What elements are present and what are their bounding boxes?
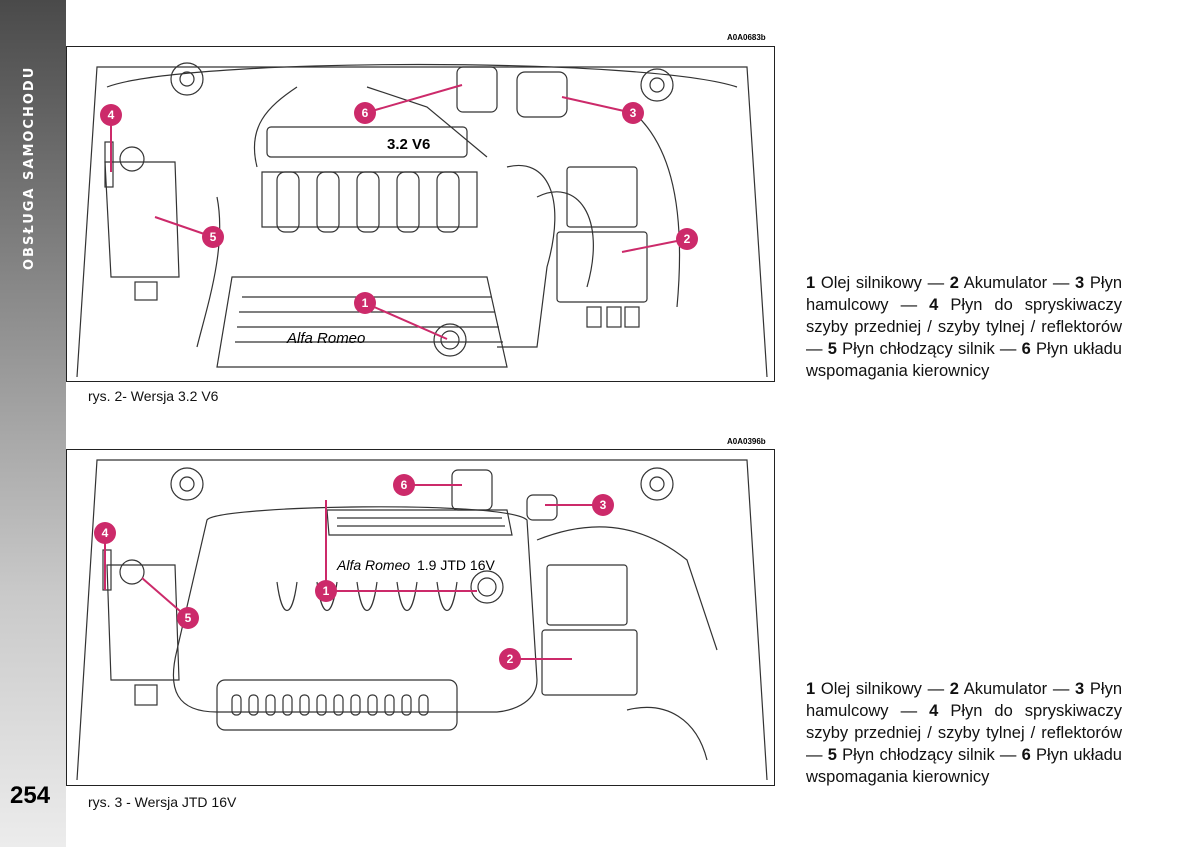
svg-text:6: 6 [362, 106, 369, 120]
marker-2: 2 [499, 648, 521, 670]
legend-num: 5 [827, 746, 837, 764]
marker-6: 6 [393, 474, 415, 496]
brand-label: Alfa Romeo [286, 330, 365, 347]
legend-text: Olej silnikowy [820, 680, 922, 698]
legend-num: 1 [806, 274, 816, 292]
section-title: OBSŁUGA SAMOCHODU [22, 65, 37, 271]
legend-text: Płyn hamulcowy [806, 680, 1123, 720]
marker-1: 1 [315, 580, 337, 602]
svg-text:3: 3 [630, 106, 637, 120]
svg-text:1: 1 [362, 296, 369, 310]
legend-num: 2 [949, 274, 959, 292]
engine-diagram-jtd: Alfa Romeo 1.9 JTD 16V 1 2 3 4 5 6 [66, 449, 775, 786]
legend-text: Płyn do spryskiwaczy szyby przedniej / s… [806, 296, 1122, 336]
engine-drawing: 3.2 V6 Alfa Romeo 1 2 3 4 5 6 [76, 62, 768, 378]
figure-caption: rys. 3 - Wersja JTD 16V [88, 794, 237, 810]
legend-text: Akumulator [963, 274, 1048, 292]
svg-text:5: 5 [210, 230, 217, 244]
side-strip [0, 0, 66, 847]
legend-num: 2 [949, 680, 959, 698]
legend-num: 5 [827, 340, 837, 358]
svg-text:3: 3 [600, 498, 607, 512]
svg-text:4: 4 [102, 526, 109, 540]
marker-3: 3 [592, 494, 614, 516]
marker-5: 5 [177, 607, 199, 629]
legend-num: 1 [806, 680, 816, 698]
marker-2: 2 [676, 228, 698, 250]
brand-label: Alfa Romeo [336, 557, 410, 573]
legend-text: Akumulator [963, 680, 1048, 698]
legend-v6: 1 Olej silnikowy — 2 Akumulator — 3 Płyn… [806, 274, 1123, 380]
legend-text: Płyn układu wspomagania kierownicy [806, 746, 1122, 786]
legend-num: 3 [1075, 680, 1085, 698]
figure-code: A0A0683b [727, 33, 766, 42]
engine-diagram-v6: 3.2 V6 Alfa Romeo 1 2 3 4 5 6 [66, 46, 775, 382]
page-number: 254 [10, 782, 51, 809]
svg-text:5: 5 [185, 611, 192, 625]
figure-caption: rys. 2- Wersja 3.2 V6 [88, 388, 219, 404]
svg-text:2: 2 [507, 652, 514, 666]
legend-text: Płyn chłodzący silnik [842, 340, 995, 358]
engine-label: 1.9 JTD 16V [417, 557, 495, 573]
legend-num: 6 [1021, 746, 1031, 764]
engine-label: 3.2 V6 [387, 136, 430, 153]
marker-3: 3 [622, 102, 644, 124]
engine-drawing: Alfa Romeo 1.9 JTD 16V 1 2 3 4 5 6 [76, 459, 768, 781]
svg-text:6: 6 [401, 478, 408, 492]
svg-text:1: 1 [323, 584, 330, 598]
legend-text: Płyn chłodzący silnik [842, 746, 995, 764]
figure-code: A0A0396b [727, 437, 766, 446]
legend-text: Płyn układu wspomagania kierownicy [806, 340, 1122, 380]
legend-jtd: 1 Olej silnikowy — 2 Akumulator — 3 Płyn… [806, 680, 1123, 786]
legend-num: 3 [1075, 274, 1085, 292]
legend-text: Olej silnikowy [820, 274, 922, 292]
marker-4: 4 [100, 104, 122, 126]
legend-num: 6 [1021, 340, 1031, 358]
marker-1: 1 [354, 292, 376, 314]
marker-6: 6 [354, 102, 376, 124]
legend-num: 4 [929, 296, 939, 314]
legend-text: Płyn do spryskiwaczy szyby przedniej / s… [806, 702, 1122, 742]
svg-text:2: 2 [684, 232, 691, 246]
marker-5: 5 [202, 226, 224, 248]
svg-text:4: 4 [108, 108, 115, 122]
marker-4: 4 [94, 522, 116, 544]
legend-num: 4 [929, 702, 939, 720]
legend-text: Płyn hamulcowy [806, 274, 1123, 314]
